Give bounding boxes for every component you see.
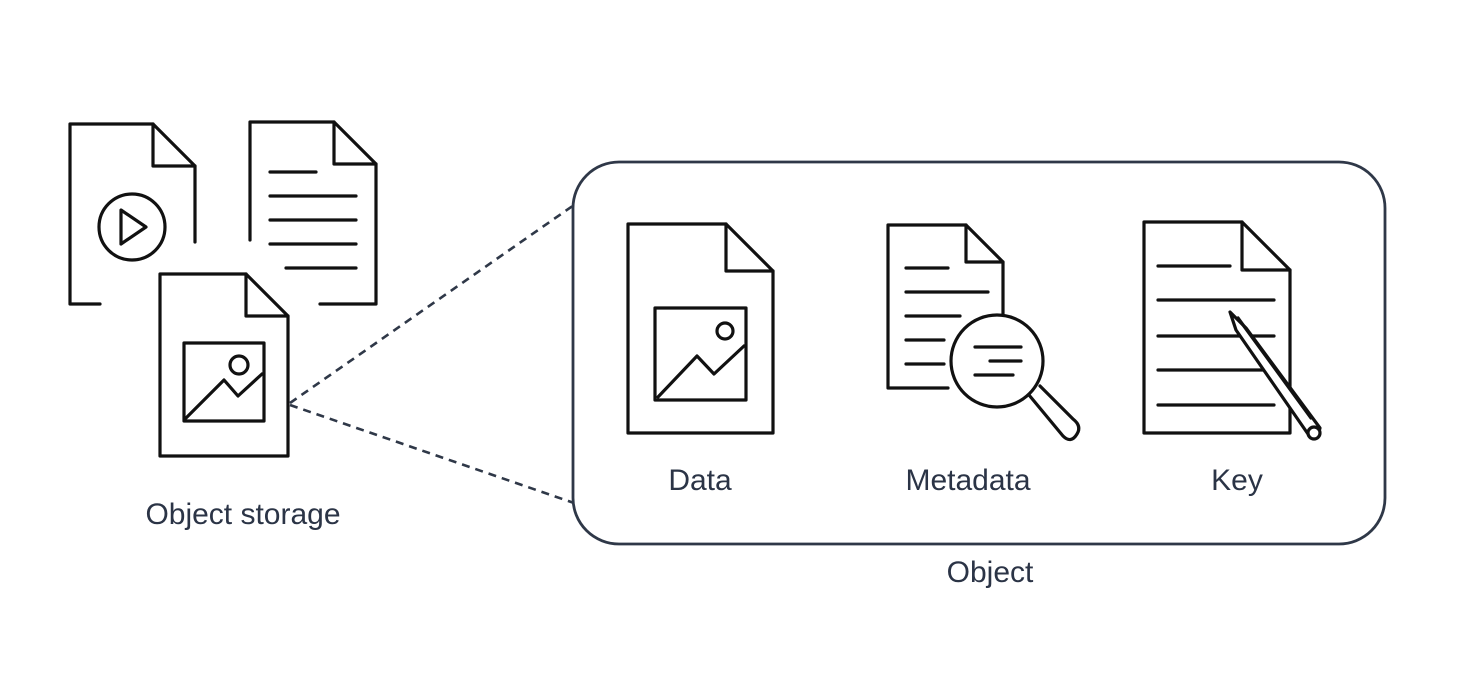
key-component: Key bbox=[1142, 220, 1322, 497]
data-label: Data bbox=[668, 464, 732, 497]
text-document-icon bbox=[248, 120, 378, 306]
zoom-connector bbox=[289, 203, 575, 505]
connector-line-upper bbox=[289, 203, 575, 405]
object-label: Object bbox=[947, 556, 1034, 589]
connector-line-lower bbox=[289, 403, 575, 505]
image-file-icon bbox=[158, 272, 290, 458]
document-magnifier-icon bbox=[886, 223, 1081, 442]
pen-icon bbox=[1228, 310, 1322, 441]
metadata-label: Metadata bbox=[905, 464, 1030, 497]
object-box: Data Metadata bbox=[571, 160, 1387, 546]
video-file-icon bbox=[68, 122, 197, 306]
object-container bbox=[571, 160, 1387, 546]
document-pen-icon bbox=[1142, 220, 1322, 441]
metadata-component: Metadata bbox=[886, 223, 1081, 497]
image-file-icon bbox=[626, 222, 775, 435]
data-component: Data bbox=[626, 222, 775, 497]
object-storage-group: Object storage bbox=[68, 120, 378, 531]
key-label: Key bbox=[1211, 464, 1263, 497]
object-storage-label: Object storage bbox=[145, 498, 340, 531]
